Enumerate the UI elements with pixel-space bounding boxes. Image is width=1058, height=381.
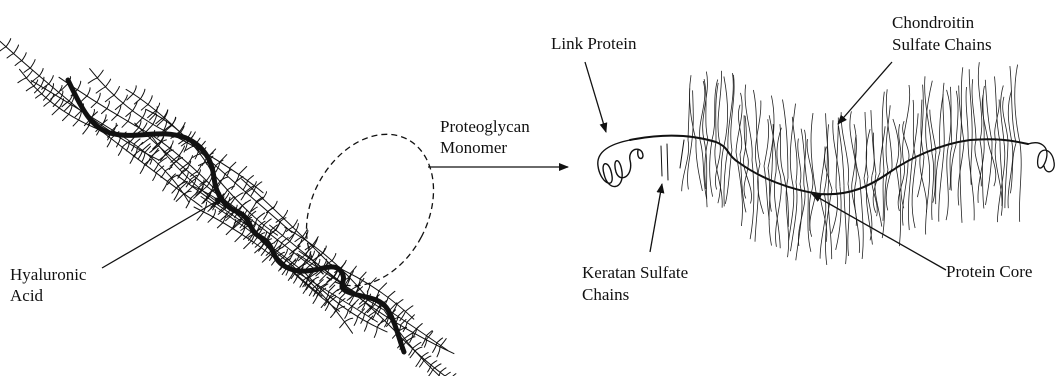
proteoglycan-monomer-label-line2: Monomer [440, 138, 507, 157]
link-protein-loops [598, 140, 643, 187]
proteoglycan-monomer [125, 138, 191, 202]
chondroitin-sulfate-chain [966, 87, 968, 141]
chondroitin-sulfate-chain [848, 184, 850, 256]
chondroitin-sulfate-chain [1005, 143, 1008, 209]
chondroitin-sulfate-chain [920, 85, 923, 158]
proteoglycan-monomer [0, 39, 80, 110]
chondroitin-sulfate-chain [724, 77, 728, 147]
chondroitin-sulfate-chain [855, 135, 860, 180]
chondroitin-sulfate-chain [969, 69, 972, 140]
chondroitin-sulfate-chain [850, 111, 856, 181]
link-protein-arrow [585, 62, 606, 132]
chondroitin-sulfate-chain [820, 147, 825, 195]
monomer-illustration [598, 62, 1054, 265]
keratan-sulfate-label-line1: Keratan Sulfate [582, 263, 688, 282]
chondroitin-sulfate-chain [926, 155, 930, 234]
chondroitin-sulfate-chain [810, 192, 816, 237]
chondroitin-sulfate-chain [716, 83, 718, 142]
chondroitin-sulfate-chain [951, 145, 956, 191]
chondroitin-sulfate-chain [860, 180, 863, 259]
chondroitin-sulfate-chain [854, 181, 859, 253]
chondroitin-sulfate-chains-group [682, 62, 1022, 265]
chondroitin-sulfate-chain [852, 124, 856, 182]
hyaluronic-acid-label-line1: Hyaluronic [10, 265, 87, 284]
chondroitin-sulfate-chain [724, 148, 728, 206]
chondroitin-sulfate-chain [710, 140, 713, 197]
chondroitin-sulfate-chain [792, 117, 797, 182]
proteoglycan-monomer [394, 330, 478, 376]
chondroitin-sulfate-chain [960, 144, 962, 223]
chondroitin-sulfate-chain [883, 171, 884, 221]
aggregate-illustration [0, 39, 478, 376]
chondroitin-sulfate-chain [864, 112, 867, 178]
chondroitin-sulfate-chain [798, 139, 801, 184]
chondroitin-sulfate-chain [903, 121, 909, 162]
hyaluronic-acid-label-line2: Acid [10, 286, 44, 305]
chondroitin-sulfate-chain [978, 62, 982, 141]
chondroitin-sulfate-chain [718, 71, 722, 144]
protein-core-label: Protein Core [946, 262, 1032, 281]
keratan-sulfate-arrow [650, 184, 662, 252]
chondroitin-sulfate-chain [899, 124, 901, 165]
chondroitin-sulfate-chain [1000, 142, 1003, 216]
chondroitin-sulfate-chain [930, 110, 936, 153]
chondroitin-sulfate-chain [783, 100, 789, 179]
chondroitin-sulfate-chain [882, 92, 884, 171]
chondroitin-sulfate-chain [692, 90, 693, 140]
chondroitin-sulfate-chain [718, 146, 724, 203]
proteoglycan-monomer [18, 69, 100, 134]
proteoglycan-monomer [242, 179, 330, 264]
chondroitin-sulfate-chain [841, 112, 848, 184]
chondroitin-sulfate-chain [995, 142, 1002, 206]
chondroitin-sulfate-chain [902, 162, 908, 225]
chondroitin-sulfate-chain [753, 90, 760, 164]
chondroitin-sulfate-label-line1: Chondroitin [892, 13, 975, 32]
chondroitin-sulfate-chain [712, 80, 718, 141]
chondroitin-sulfate-chain [886, 89, 892, 168]
chondroitin-sulfate-chain [995, 76, 1001, 142]
chondroitin-sulfate-chain [811, 113, 816, 192]
chondroitin-sulfate-chain [908, 161, 912, 230]
chondroitin-sulfate-chain [946, 148, 948, 220]
proteoglycan-monomer-label-line1: Proteoglycan [440, 117, 530, 136]
chondroitin-sulfate-chain [790, 104, 795, 180]
chondroitin-sulfate-chain [997, 142, 1004, 222]
hyaluronic-acid-arrow [102, 197, 224, 268]
keratan-sulfate-label-line2: Chains [582, 285, 629, 304]
chondroitin-sulfate-chain [917, 157, 924, 198]
chondroitin-sulfate-chain [836, 118, 838, 189]
chondroitin-sulfate-chain [836, 187, 841, 250]
chondroitin-sulfate-chain [731, 75, 734, 150]
chondroitin-sulfate-chain [801, 129, 808, 188]
chondroitin-sulfate-chain [986, 142, 993, 206]
chondroitin-sulfate-chain [939, 149, 944, 221]
chondroitin-sulfate-chain [956, 91, 958, 145]
proteoglycan-monomer [218, 195, 317, 271]
core-terminal-loops [1028, 143, 1054, 172]
link-protein-label: Link Protein [551, 34, 637, 53]
chondroitin-sulfate-chain [780, 124, 784, 176]
chondroitin-sulfate-chain [844, 185, 846, 264]
chondroitin-sulfate-label-line2: Sulfate Chains [892, 35, 992, 54]
chondroitin-sulfate-chain [893, 119, 899, 167]
chondroitin-sulfate-chain [943, 83, 944, 150]
chondroitin-sulfate-chain [947, 90, 951, 148]
keratan-sulfate-chains [661, 140, 684, 180]
chondroitin-sulfate-chain [1015, 65, 1020, 144]
chondroitin-sulfate-chain [1019, 143, 1021, 221]
chondroitin-sulfate-chain [972, 79, 976, 140]
chondroitin-sulfate-chain [975, 140, 982, 186]
chondroitin-sulfate-chain [932, 154, 934, 220]
chondroitin-sulfate-chain [764, 119, 769, 166]
chondroitin-sulfate-chain [912, 159, 916, 228]
chondroitin-sulfate-chain [825, 190, 832, 265]
